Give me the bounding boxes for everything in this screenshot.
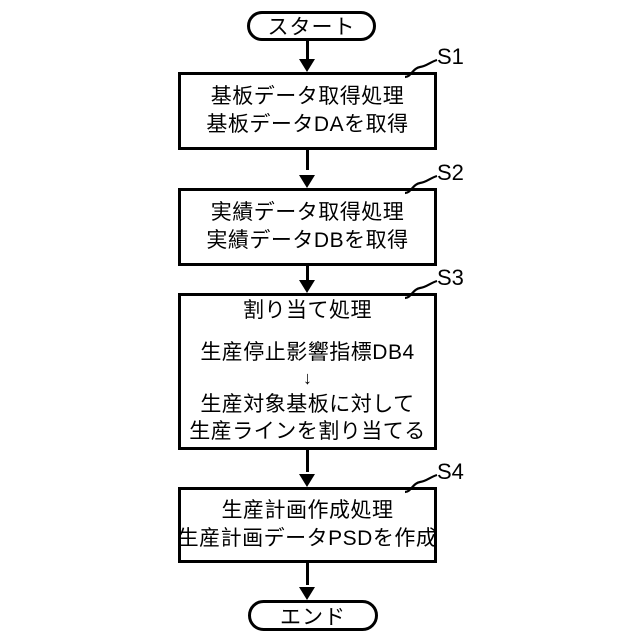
process-box-s2-line-2: 実績データDBを取得 bbox=[206, 229, 409, 252]
inner-down-arrow-icon: ↓ bbox=[303, 367, 312, 388]
process-box-s3-line-3: 生産対象基板に対して bbox=[200, 392, 415, 416]
process-box-s3-line-2: 生産停止影響指標DB4 bbox=[200, 340, 415, 364]
arrowhead-s2-to-s3 bbox=[299, 280, 315, 293]
process-box-s3: 割り当て処理 生産停止影響指標DB4 ↓ 生産対象基板に対して 生産ラインを割り… bbox=[178, 293, 437, 450]
start-terminal: スタート bbox=[247, 11, 376, 41]
connector-s3-to-s4 bbox=[306, 450, 309, 472]
process-box-s2: 実績データ取得処理 実績データDBを取得 bbox=[178, 188, 437, 266]
end-terminal: エンド bbox=[248, 600, 378, 631]
arrowhead-s3-to-s4 bbox=[299, 474, 315, 487]
arrowhead-s1-to-s2 bbox=[299, 175, 315, 188]
connector-start-to-s1 bbox=[306, 41, 309, 61]
connector-s4-to-end bbox=[306, 563, 309, 585]
process-box-s3-line-4: 生産ラインを割り当てる bbox=[189, 420, 426, 444]
arrowhead-start-to-s1 bbox=[299, 59, 315, 72]
process-box-s2-line-1: 実績データ取得処理 bbox=[210, 201, 405, 225]
start-terminal-label: スタート bbox=[267, 16, 356, 39]
process-box-s3-line-1: 割り当て処理 bbox=[243, 299, 372, 323]
arrowhead-s4-to-end bbox=[299, 587, 315, 600]
end-terminal-label: エンド bbox=[280, 605, 346, 629]
step-label-s1: S1 bbox=[437, 44, 464, 69]
process-box-s4-line-1: 生産計画作成処理 bbox=[221, 499, 394, 523]
step-label-s2: S2 bbox=[437, 160, 464, 185]
process-box-s4-line-2: 生産計画データPSDを作成 bbox=[177, 527, 438, 550]
process-box-s1-line-1: 基板データ取得処理 bbox=[210, 85, 405, 109]
connector-s1-to-s2 bbox=[306, 150, 309, 170]
process-box-s1-line-2: 基板データDAを取得 bbox=[206, 113, 409, 136]
step-label-s4: S4 bbox=[437, 459, 464, 484]
step-label-s3: S3 bbox=[437, 265, 464, 290]
process-box-s4: 生産計画作成処理 生産計画データPSDを作成 bbox=[178, 487, 437, 563]
connector-s2-to-s3 bbox=[306, 266, 309, 282]
process-box-s1: 基板データ取得処理 基板データDAを取得 bbox=[178, 72, 437, 150]
